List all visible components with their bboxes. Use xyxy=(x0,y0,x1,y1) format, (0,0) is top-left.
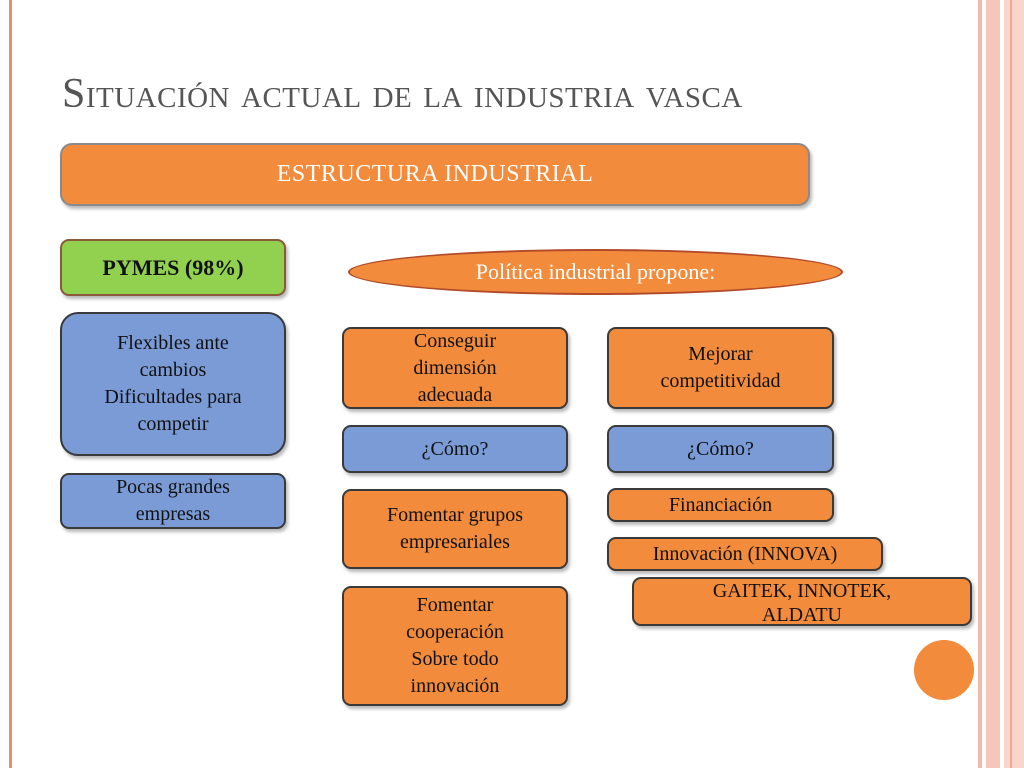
flexibles-line: Dificultades para xyxy=(104,386,242,408)
left-accent-rule xyxy=(9,0,12,768)
como-box-right: ¿Cómo? xyxy=(607,425,834,473)
pymes-box: PYMES (98%) xyxy=(60,239,286,296)
pocas-line: empresas xyxy=(135,503,211,525)
right-decor-band xyxy=(978,0,982,768)
conseguir-box: Conseguir dimensión adecuada xyxy=(342,327,568,409)
fomentar-coop-line: Sobre todo xyxy=(411,648,499,670)
flexibles-line: cambios xyxy=(139,359,207,381)
gaitek-line: GAITEK, INNOTEK, xyxy=(712,580,892,602)
fomentar-grupos-line: empresariales xyxy=(400,531,510,553)
mejorar-line: Mejorar xyxy=(688,343,753,365)
policy-ellipse: Política industrial propone: xyxy=(348,249,843,295)
flexibles-line: Flexibles ante xyxy=(117,332,229,354)
right-decor-band xyxy=(986,0,1000,768)
fomentar-coop-line: cooperación xyxy=(406,621,504,643)
conseguir-line: Conseguir xyxy=(413,329,497,352)
fomentar-coop-line: Fomentar xyxy=(416,594,494,616)
header-estructura-industrial: ESTRUCTURA INDUSTRIAL xyxy=(60,143,810,206)
fomentar-coop-line: innovación xyxy=(410,675,500,697)
flexibles-line: competir xyxy=(137,413,209,435)
conseguir-line: dimensión xyxy=(413,356,497,379)
como-box-left: ¿Cómo? xyxy=(342,425,568,473)
innovacion-box: Innovación (INNOVA) xyxy=(607,537,883,571)
decorative-circle xyxy=(914,640,974,700)
pocas-line: Pocas grandes xyxy=(116,476,230,498)
flexibles-box: Flexibles ante cambios Dificultades para… xyxy=(60,312,286,456)
pocas-grandes-box: Pocas grandes empresas xyxy=(60,473,286,529)
mejorar-competitividad-box: Mejorar competitividad xyxy=(607,327,834,409)
financiacion-box: Financiación xyxy=(607,488,834,522)
fomentar-grupos-box: Fomentar grupos empresariales xyxy=(342,489,568,569)
right-decor-line xyxy=(1010,0,1012,768)
conseguir-line: adecuada xyxy=(417,383,493,406)
gaitek-box: GAITEK, INNOTEK, ALDATU xyxy=(632,577,972,626)
mejorar-line: competitividad xyxy=(660,370,781,392)
fomentar-cooperacion-box: Fomentar cooperación Sobre todo innovaci… xyxy=(342,586,568,706)
slide-title: Situación actual de la industria vasca xyxy=(62,71,743,117)
right-decor-band xyxy=(1004,0,1024,768)
gaitek-line: ALDATU xyxy=(761,604,842,626)
fomentar-grupos-line: Fomentar grupos xyxy=(386,504,524,526)
